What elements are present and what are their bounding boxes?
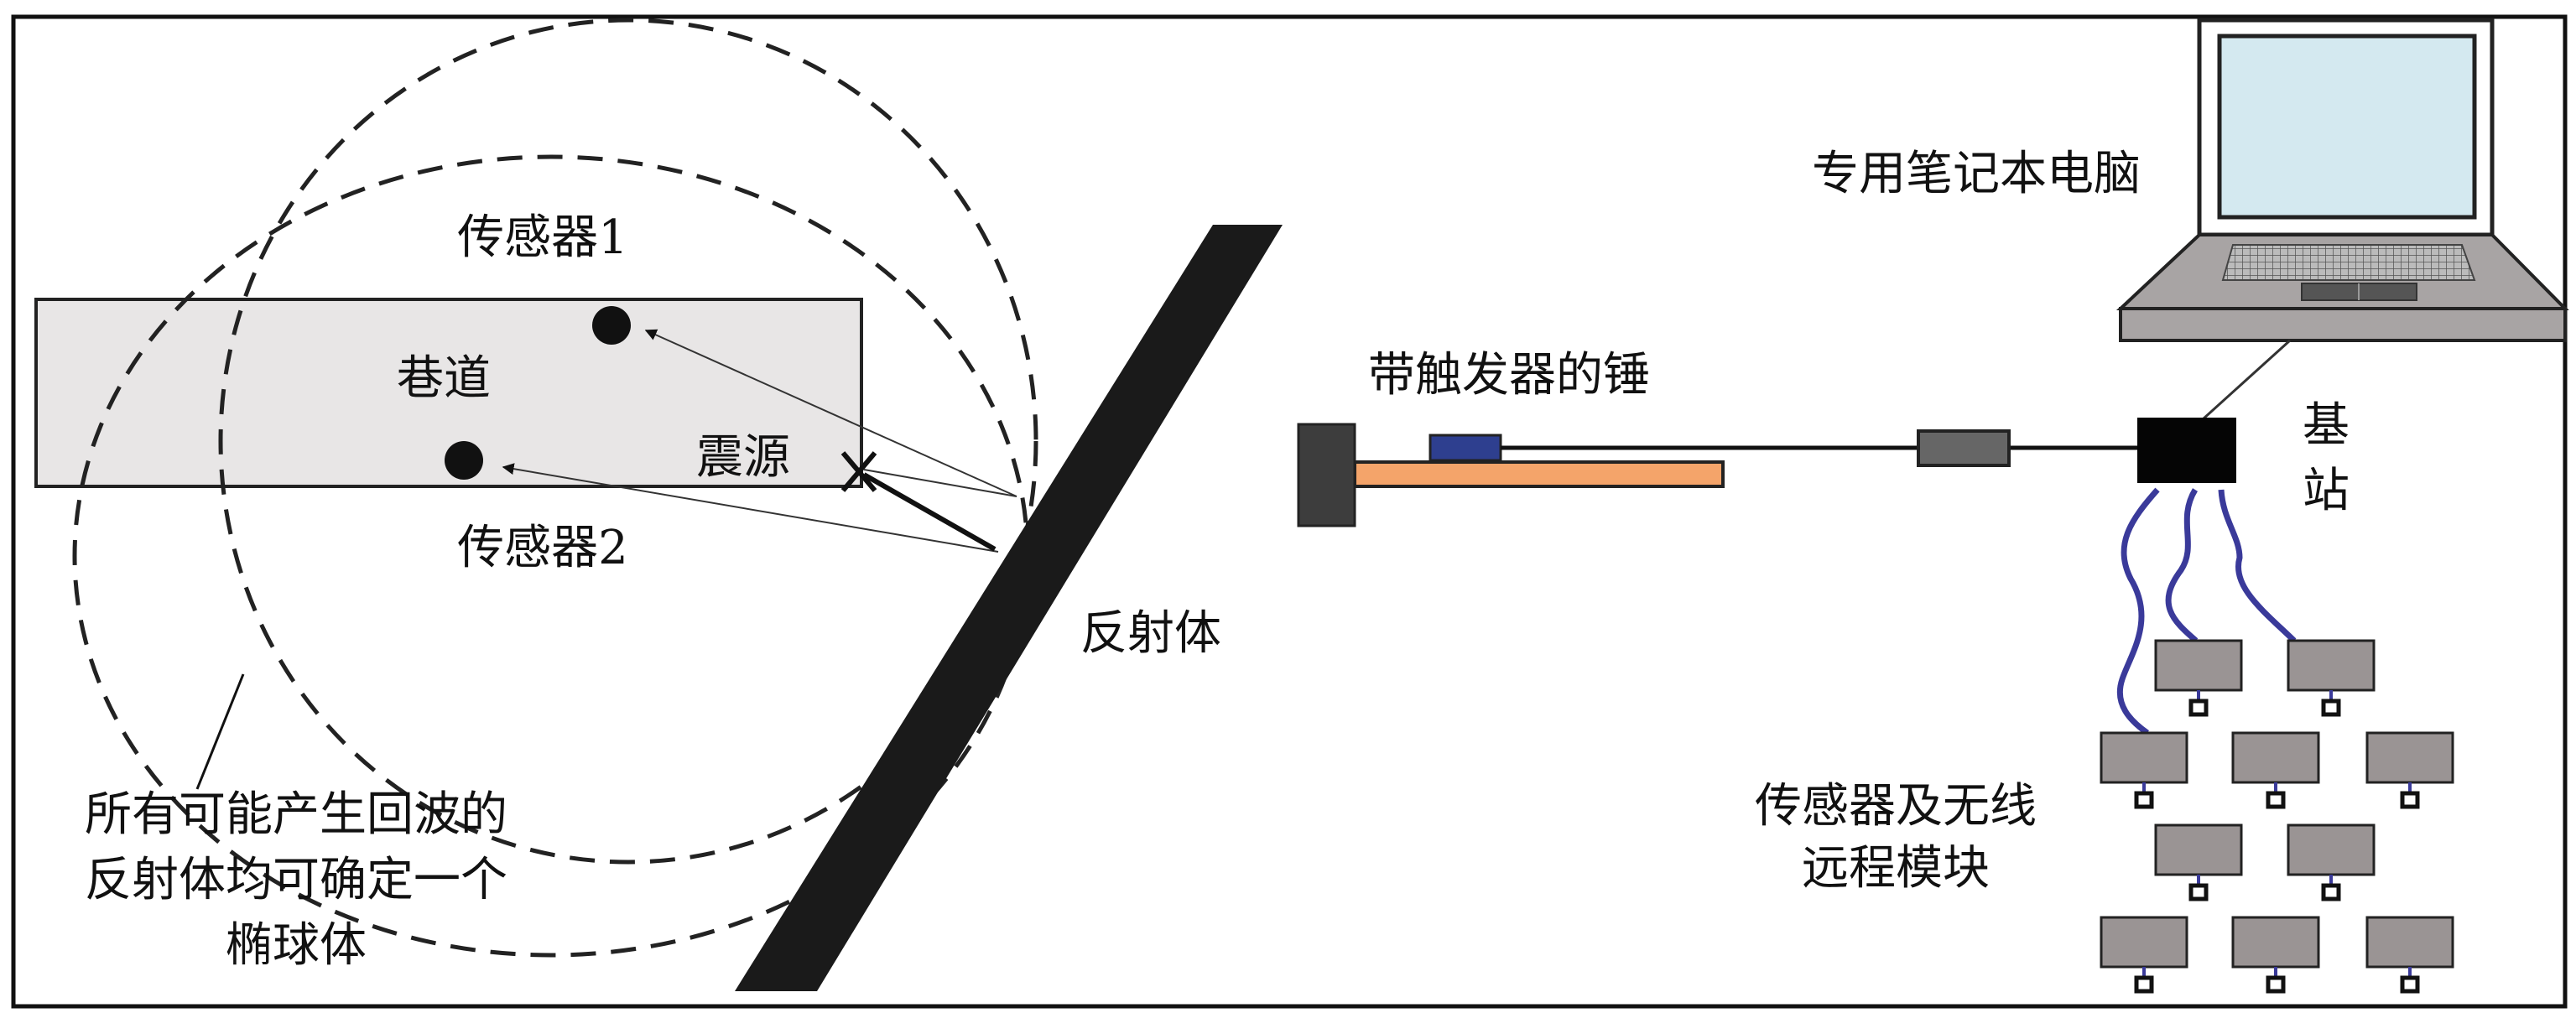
ellipsoid-note-line-1: 所有可能产生回波的: [85, 787, 507, 842]
laptop-screen: [2217, 34, 2477, 220]
ellipsoid-1: [218, 18, 1038, 865]
sensor-2-dot: [445, 441, 483, 480]
sensor-module-icon: [2231, 916, 2320, 994]
base-station-label-1: 基: [2303, 398, 2350, 453]
right-panel: 专用笔记本电脑 带触发器的锤 基 站 传感器及无线 远程模块: [1297, 18, 2569, 994]
source-x-mark: [840, 451, 877, 492]
sensor-module-icon: [2100, 916, 2188, 994]
hammer-label: 带触发器的锤: [1368, 348, 1650, 403]
cable-connector: [1917, 429, 2011, 467]
incident-ray: [862, 472, 997, 552]
ellipsoid-note-line-3: 椭球体: [226, 918, 367, 973]
base-station-label-2: 站: [2303, 464, 2350, 518]
sensor-module-icon: [2287, 639, 2376, 717]
sensor-module-icon: [2365, 731, 2454, 809]
sensor-module-icon: [2100, 731, 2188, 809]
sensor-module-label-1: 传感器及无线: [1755, 779, 2037, 834]
ellipsoid-note-line-2: 反射体均可确定一个: [85, 853, 507, 907]
ray-to-source: [863, 469, 1017, 497]
ray-to-sensor-2: [502, 463, 999, 553]
laptop-keyboard: [2221, 244, 2476, 281]
laptop-label: 专用笔记本电脑: [1812, 147, 2141, 201]
sensor-2-label: 传感器2: [457, 521, 628, 575]
left-panel: 传感器1 巷道 震源 传感器2 反射体 所有可能产生回波的 反射体均可确定一个 …: [34, 18, 1283, 991]
sensor-module-icon: [2154, 639, 2243, 717]
sensor-module-icon: [2287, 823, 2376, 901]
source-label: 震源: [696, 430, 790, 485]
note-leader-line: [195, 673, 245, 790]
frame-border: [11, 14, 2568, 1009]
sensor-module-icon: [2365, 916, 2454, 994]
trigger-icon: [1429, 434, 1502, 462]
sensor-module-label-2: 远程模块: [1802, 841, 1990, 896]
sensor-modules: [2100, 639, 2454, 994]
reflector-label: 反射体: [1080, 606, 1221, 661]
ray-to-sensor-1: [644, 329, 1017, 497]
tunnel-label: 巷道: [397, 351, 491, 406]
base-station: [2137, 418, 2236, 483]
wireless-links: [2116, 487, 2297, 735]
sensor-1-dot: [592, 306, 631, 345]
laptop-icon: [2115, 18, 2569, 342]
sensor-1-label: 传感器1: [457, 210, 628, 265]
reflector: [735, 225, 1283, 991]
sensor-module-icon: [2231, 731, 2320, 809]
hammer-icon: [1297, 423, 1725, 527]
laptop-cable: [2201, 339, 2292, 421]
sensor-module-icon: [2154, 823, 2243, 901]
